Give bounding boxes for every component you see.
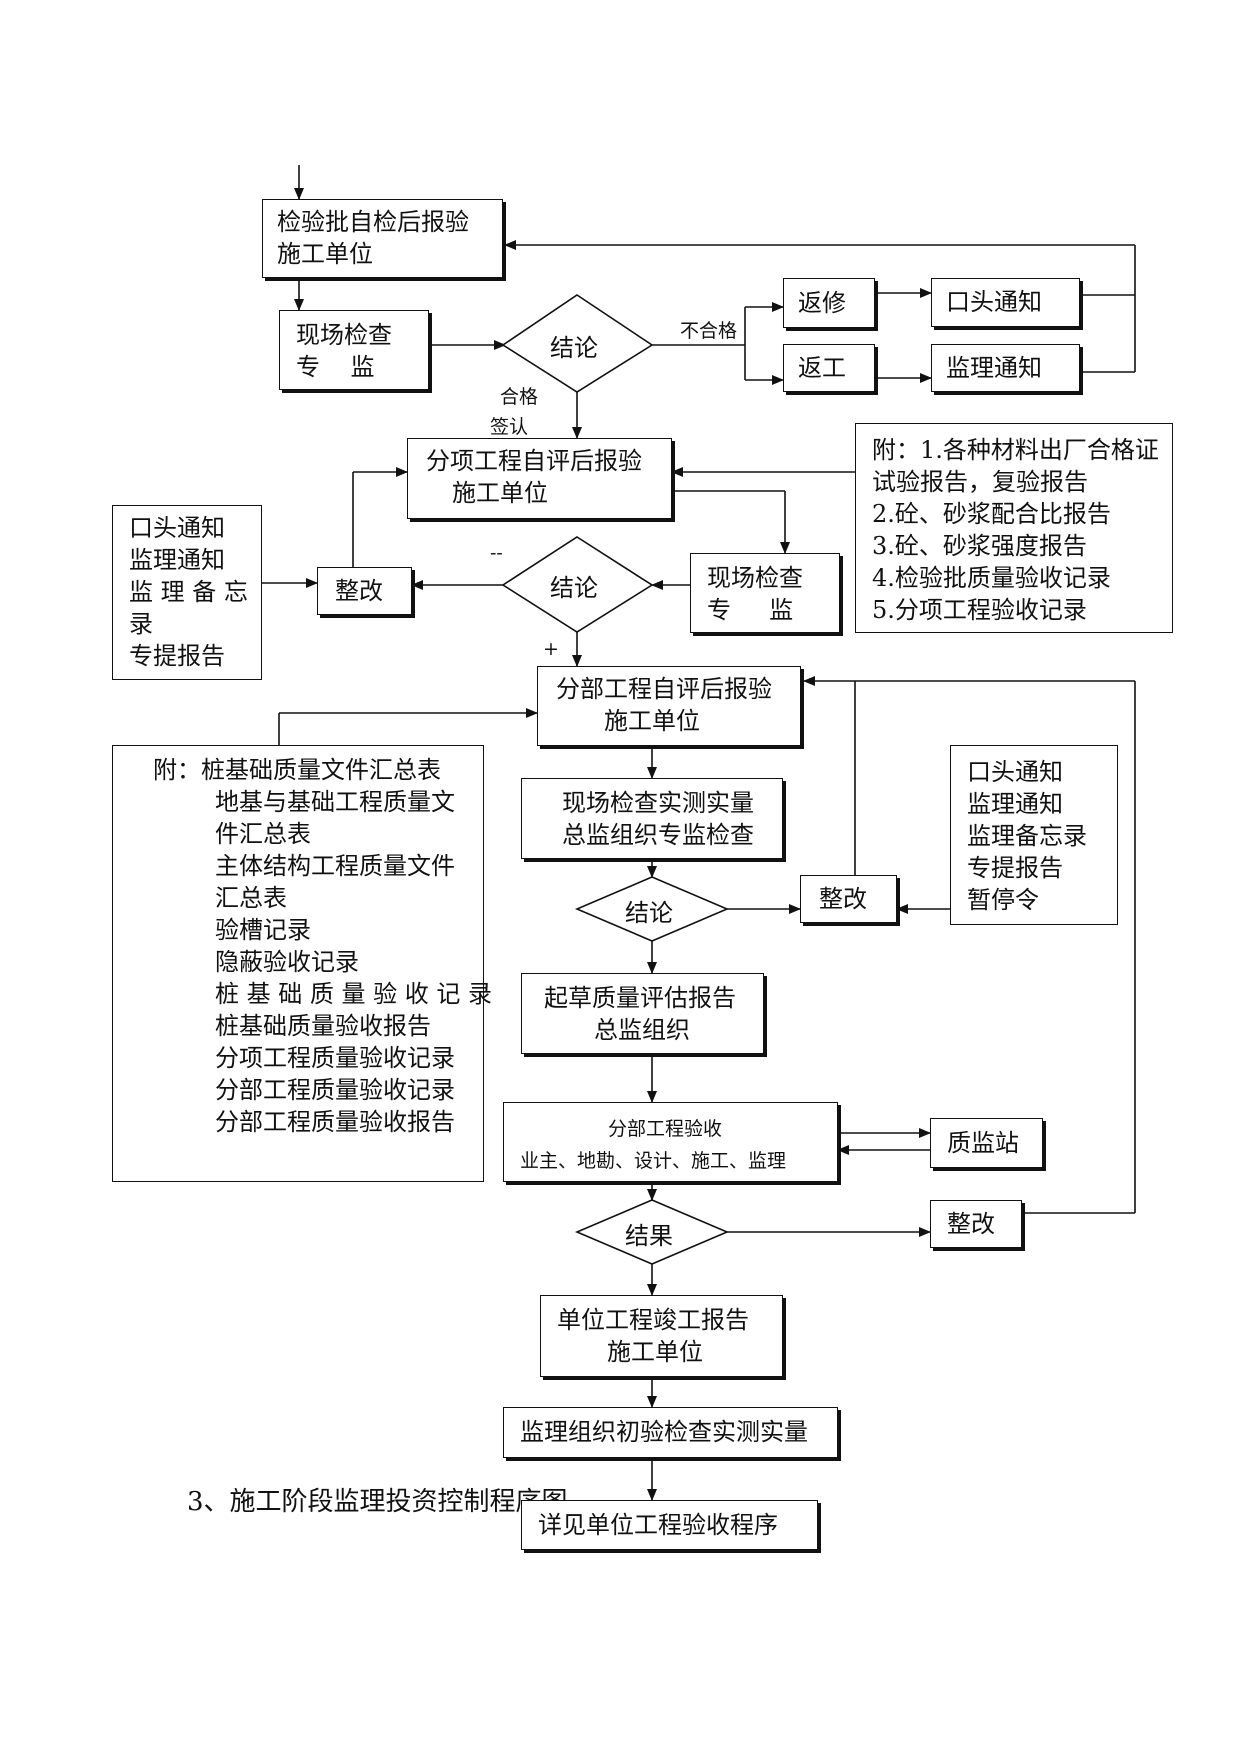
box-verbal-notice-1: 口头通知	[931, 278, 1080, 327]
box-unit-completion: 单位工程竣工报告 施工单位	[540, 1295, 783, 1377]
decision-diamond-4	[574, 1199, 730, 1265]
box-line: 施工单位	[607, 1338, 703, 1366]
notice-line: 监理通知	[129, 546, 225, 574]
box-line: 整改	[947, 1210, 995, 1238]
box-line: 专 监	[296, 353, 375, 381]
section-caption: 3、施工阶段监理投资控制程序图	[187, 1487, 568, 1517]
box-unit-acceptance-procedure: 详见单位工程验收程序	[521, 1500, 818, 1550]
box-rectify-3: 整改	[930, 1200, 1022, 1248]
box-line: 监理通知	[946, 354, 1042, 382]
box-line: 业主、地勘、设计、施工、监理	[520, 1150, 787, 1172]
notice-list-2: 口头通知 监理通知 监理备忘录 专提报告 暂停令	[950, 745, 1118, 925]
attachment-list-1: 附：1.各种材料出厂合格证 试验报告，复验报告 2.砼、砂浆配合比报告 3.砼、…	[855, 423, 1173, 633]
box-rework: 返工	[783, 344, 875, 392]
attachment-line: 地基与基础工程质量文	[215, 788, 455, 816]
decision-diamond-1	[501, 294, 654, 393]
attachment-line: 主体结构工程质量文件	[215, 852, 455, 880]
box-line: 现场检查	[296, 321, 392, 349]
box-rectify-2: 整改	[800, 875, 897, 923]
label-signed: 签认	[490, 416, 529, 438]
box-line: 详见单位工程验收程序	[538, 1511, 778, 1539]
box-line: 检验批自检后报验	[277, 208, 469, 236]
box-site-measurement: 现场检查实测实量 总监组织专监检查	[521, 778, 783, 859]
label-unqualified: 不合格	[680, 320, 738, 342]
attachment-line: 4.检验批质量验收记录	[872, 564, 1111, 592]
attachment-line: 附：桩基础质量文件汇总表	[153, 756, 441, 784]
box-division-report: 分部工程自评后报验 施工单位	[537, 666, 801, 746]
attachment-line: 件汇总表	[215, 820, 311, 848]
attachment-line: 试验报告，复验报告	[872, 468, 1088, 496]
box-batch-inspection: 检验批自检后报验 施工单位	[262, 199, 503, 278]
attachment-line: 验槽记录	[215, 916, 311, 944]
notice-line: 监 理 备 忘	[129, 578, 248, 606]
box-line: 现场检查	[707, 564, 803, 592]
box-line: 总监组织专监检查	[562, 821, 754, 849]
box-line: 施工单位	[604, 707, 700, 735]
attachment-line: 分部工程质量验收报告	[215, 1108, 455, 1136]
box-line: 施工单位	[277, 240, 373, 268]
box-draft-assessment: 起草质量评估报告 总监组织	[521, 973, 764, 1054]
notice-line: 口头通知	[129, 514, 225, 542]
label-minus: --	[490, 542, 503, 564]
attachment-line: 桩 基 础 质 量 验 收 记 录	[215, 980, 493, 1008]
diamond-label-2: 结论	[550, 574, 598, 602]
box-line: 返工	[798, 354, 846, 382]
notice-line: 专提报告	[967, 854, 1063, 882]
notice-line: 暂停令	[967, 886, 1039, 914]
box-supervision-notice-1: 监理通知	[931, 344, 1080, 392]
attachment-line: 隐蔽验收记录	[215, 948, 359, 976]
box-line: 起草质量评估报告	[544, 984, 736, 1012]
box-line: 总监组织	[594, 1016, 690, 1044]
box-line: 返修	[798, 289, 846, 317]
box-line: 分部工程验收	[608, 1118, 723, 1140]
box-preliminary-inspection: 监理组织初验检查实测实量	[503, 1407, 838, 1458]
box-line: 专 监	[707, 596, 794, 624]
diamond-label-3: 结论	[625, 899, 673, 927]
label-qualified: 合格	[500, 386, 539, 408]
box-line: 监理组织初验检查实测实量	[520, 1418, 808, 1446]
label-plus: +	[543, 638, 559, 660]
notice-list-1: 口头通知 监理通知 监 理 备 忘 录 专提报告	[112, 505, 262, 680]
box-repair: 返修	[783, 278, 875, 328]
box-site-inspection-1: 现场检查 专 监	[279, 310, 429, 390]
notice-line: 口头通知	[967, 758, 1063, 786]
box-quality-station: 质监站	[930, 1118, 1043, 1168]
box-rectify-1: 整改	[317, 567, 412, 615]
notice-line: 监理通知	[967, 790, 1063, 818]
notice-line: 录	[129, 610, 153, 638]
box-subitem-report: 分项工程自评后报验 施工单位	[407, 438, 672, 519]
notice-line: 专提报告	[129, 642, 225, 670]
attachment-line: 分项工程质量验收记录	[215, 1044, 455, 1072]
attachment-list-2: 附：桩基础质量文件汇总表 地基与基础工程质量文 件汇总表 主体结构工程质量文件 …	[112, 745, 492, 1182]
box-site-inspection-2: 现场检查 专 监	[690, 553, 840, 633]
notice-line: 监理备忘录	[967, 822, 1087, 850]
attachment-line: 分部工程质量验收记录	[215, 1076, 455, 1104]
decision-diamond-3	[574, 876, 730, 942]
diamond-label-1: 结论	[550, 334, 598, 362]
attachment-line: 附：1.各种材料出厂合格证	[872, 436, 1159, 464]
box-line: 现场检查实测实量	[562, 789, 754, 817]
attachment-line: 2.砼、砂浆配合比报告	[872, 500, 1111, 528]
attachment-line: 汇总表	[215, 884, 287, 912]
box-line: 分项工程自评后报验	[426, 447, 642, 475]
box-division-acceptance: 分部工程验收 业主、地勘、设计、施工、监理	[503, 1102, 838, 1182]
box-line: 分部工程自评后报验	[556, 675, 772, 703]
box-line: 施工单位	[452, 479, 548, 507]
diamond-label-4: 结果	[625, 1222, 673, 1250]
attachment-line: 5.分项工程验收记录	[872, 596, 1087, 624]
box-line: 质监站	[947, 1129, 1019, 1157]
box-line: 单位工程竣工报告	[557, 1306, 749, 1334]
box-line: 整改	[335, 577, 383, 605]
box-line: 整改	[819, 885, 867, 913]
attachment-line: 3.砼、砂浆强度报告	[872, 532, 1087, 560]
attachment-line: 桩基础质量验收报告	[215, 1012, 431, 1040]
decision-diamond-2	[501, 536, 654, 633]
box-line: 口头通知	[946, 288, 1042, 316]
